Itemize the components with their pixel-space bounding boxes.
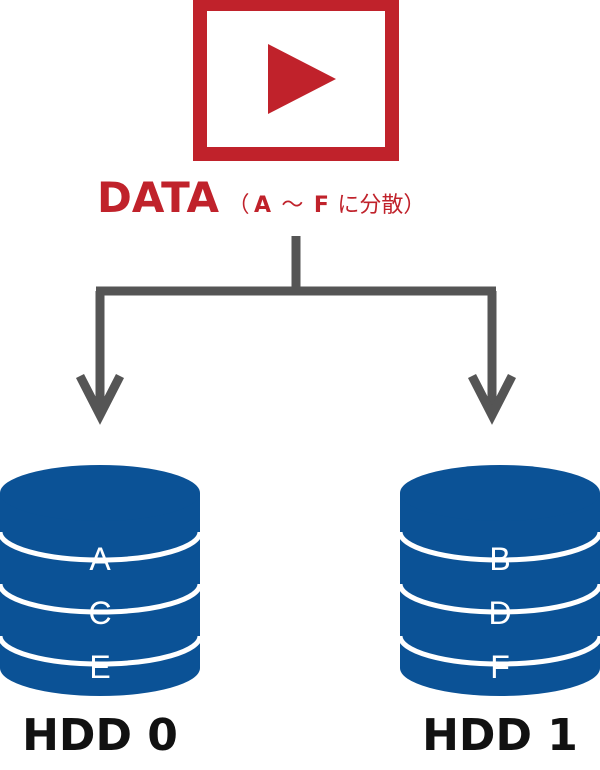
hdd-1-body [400,493,600,696]
hdd-0-name: HDD 0 [22,710,178,761]
hdd-0-block-3: E [89,649,110,685]
hdd-1-block-2: D [488,595,511,631]
data-title: DATA [97,173,219,222]
hdd-1-block-3: F [490,649,510,685]
hdd-0-divider-1 [0,531,203,563]
arrow-to-hdd0 [75,373,125,425]
hdd-1-divider-2 [397,583,600,615]
play-icon-frame [193,0,399,161]
data-note-from: A [254,193,271,218]
hdd-1-top [400,465,600,521]
hdd-0-top [0,465,200,521]
data-title-line: DATA （ A ～ F に分散） [97,173,425,222]
arrow-to-hdd1 [467,373,517,425]
hdd-0-block-2: C [88,595,111,631]
hdd-1-divider-1 [397,531,600,563]
data-note-to: F [314,193,329,218]
play-icon-triangle [268,44,336,114]
hdd-0-divider-3 [0,635,203,667]
hdd-1-block-1: B [489,541,510,577]
data-note-tilde: ～ [281,193,303,218]
hdd-0-block-1: A [89,541,111,577]
split-connector [95,236,497,412]
hdd-0-divider-2 [0,583,203,615]
hdd-0-body [0,493,200,696]
hdd-1-disk: B D F [397,465,600,696]
hdd-1-divider-3 [397,635,600,667]
hdd-0-disk: A C E [0,465,203,696]
data-note-open: （ [227,193,249,218]
hdd-1-name: HDD 1 [422,710,578,761]
play-icon [193,0,399,161]
data-note-text: に分散） [337,193,425,218]
